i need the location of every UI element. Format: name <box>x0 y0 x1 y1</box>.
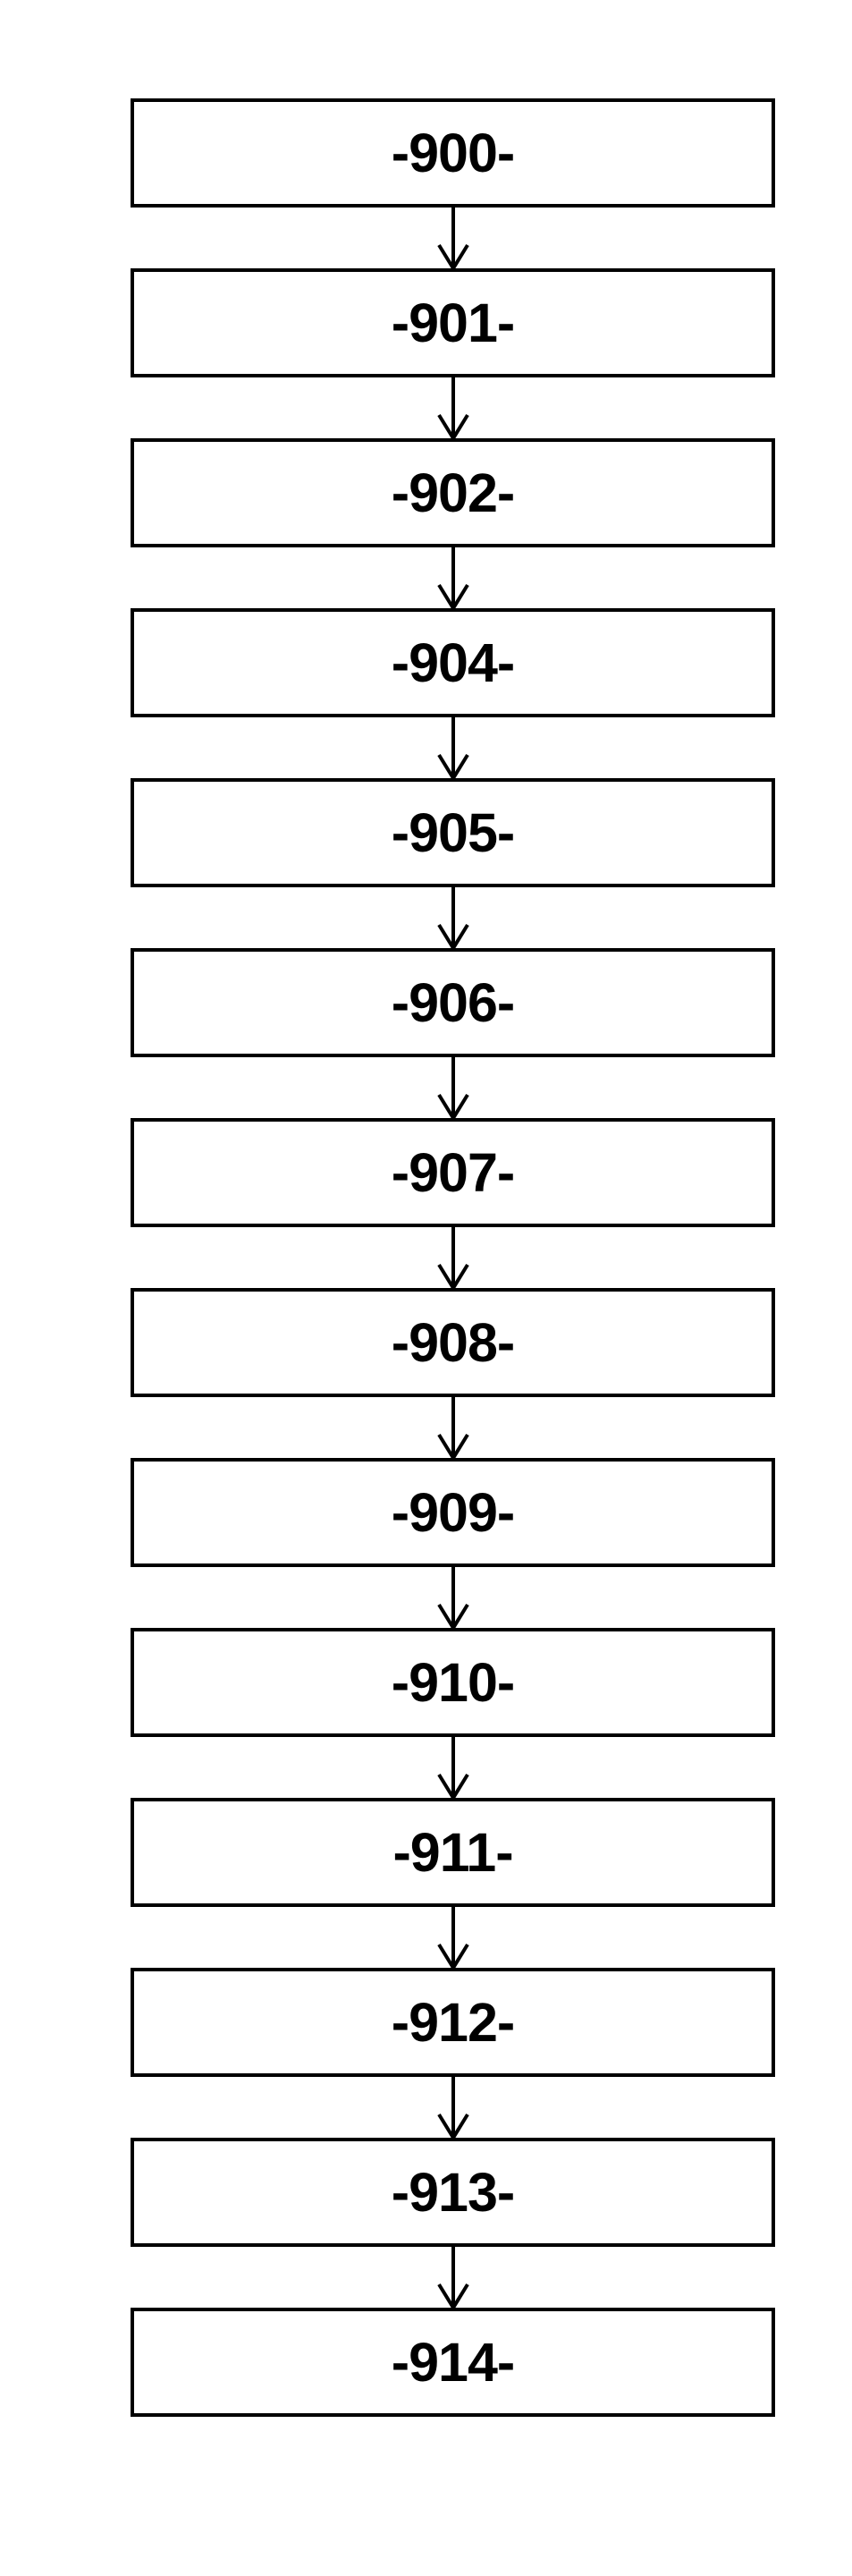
process-box-n910: -910- <box>131 1628 775 1737</box>
process-box-n907: -907- <box>131 1118 775 1227</box>
process-box-label: -911- <box>392 1821 513 1883</box>
process-box-label: -900- <box>391 122 515 183</box>
process-box-n913: -913- <box>131 2138 775 2247</box>
flow-arrow-n912-to-n913 <box>426 2077 480 2141</box>
process-box-n906: -906- <box>131 948 775 1057</box>
process-box-n905: -905- <box>131 778 775 887</box>
flow-arrow-n911-to-n912 <box>426 1907 480 1971</box>
process-box-label: -909- <box>391 1481 515 1543</box>
flow-arrow-n908-to-n909 <box>426 1397 480 1462</box>
process-box-n902: -902- <box>131 438 775 547</box>
process-box-n914: -914- <box>131 2308 775 2417</box>
process-box-n911: -911- <box>131 1798 775 1907</box>
process-box-label: -908- <box>391 1311 515 1373</box>
flow-arrow-n900-to-n901 <box>426 208 480 272</box>
process-box-label: -912- <box>391 1991 515 2053</box>
process-box-n900: -900- <box>131 98 775 208</box>
process-box-label: -914- <box>391 2331 515 2393</box>
process-box-label: -904- <box>391 631 515 693</box>
process-box-n909: -909- <box>131 1458 775 1567</box>
flow-arrow-n902-to-n904 <box>426 547 480 612</box>
process-box-n904: -904- <box>131 608 775 717</box>
process-box-n912: -912- <box>131 1968 775 2077</box>
flow-arrow-n907-to-n908 <box>426 1227 480 1292</box>
process-box-label: -902- <box>391 462 515 523</box>
process-box-label: -901- <box>391 292 515 353</box>
process-box-label: -907- <box>391 1141 515 1203</box>
process-box-n908: -908- <box>131 1288 775 1397</box>
flow-arrow-n906-to-n907 <box>426 1057 480 1122</box>
flow-arrow-n904-to-n905 <box>426 717 480 782</box>
flow-arrow-n905-to-n906 <box>426 887 480 952</box>
process-box-label: -913- <box>391 2161 515 2223</box>
flow-arrow-n913-to-n914 <box>426 2247 480 2311</box>
flow-arrow-n901-to-n902 <box>426 377 480 442</box>
flow-arrow-n909-to-n910 <box>426 1567 480 1631</box>
flow-arrow-n910-to-n911 <box>426 1737 480 1801</box>
process-box-label: -906- <box>391 971 515 1033</box>
process-box-label: -910- <box>391 1651 515 1713</box>
process-box-n901: -901- <box>131 268 775 377</box>
process-box-label: -905- <box>391 801 515 863</box>
